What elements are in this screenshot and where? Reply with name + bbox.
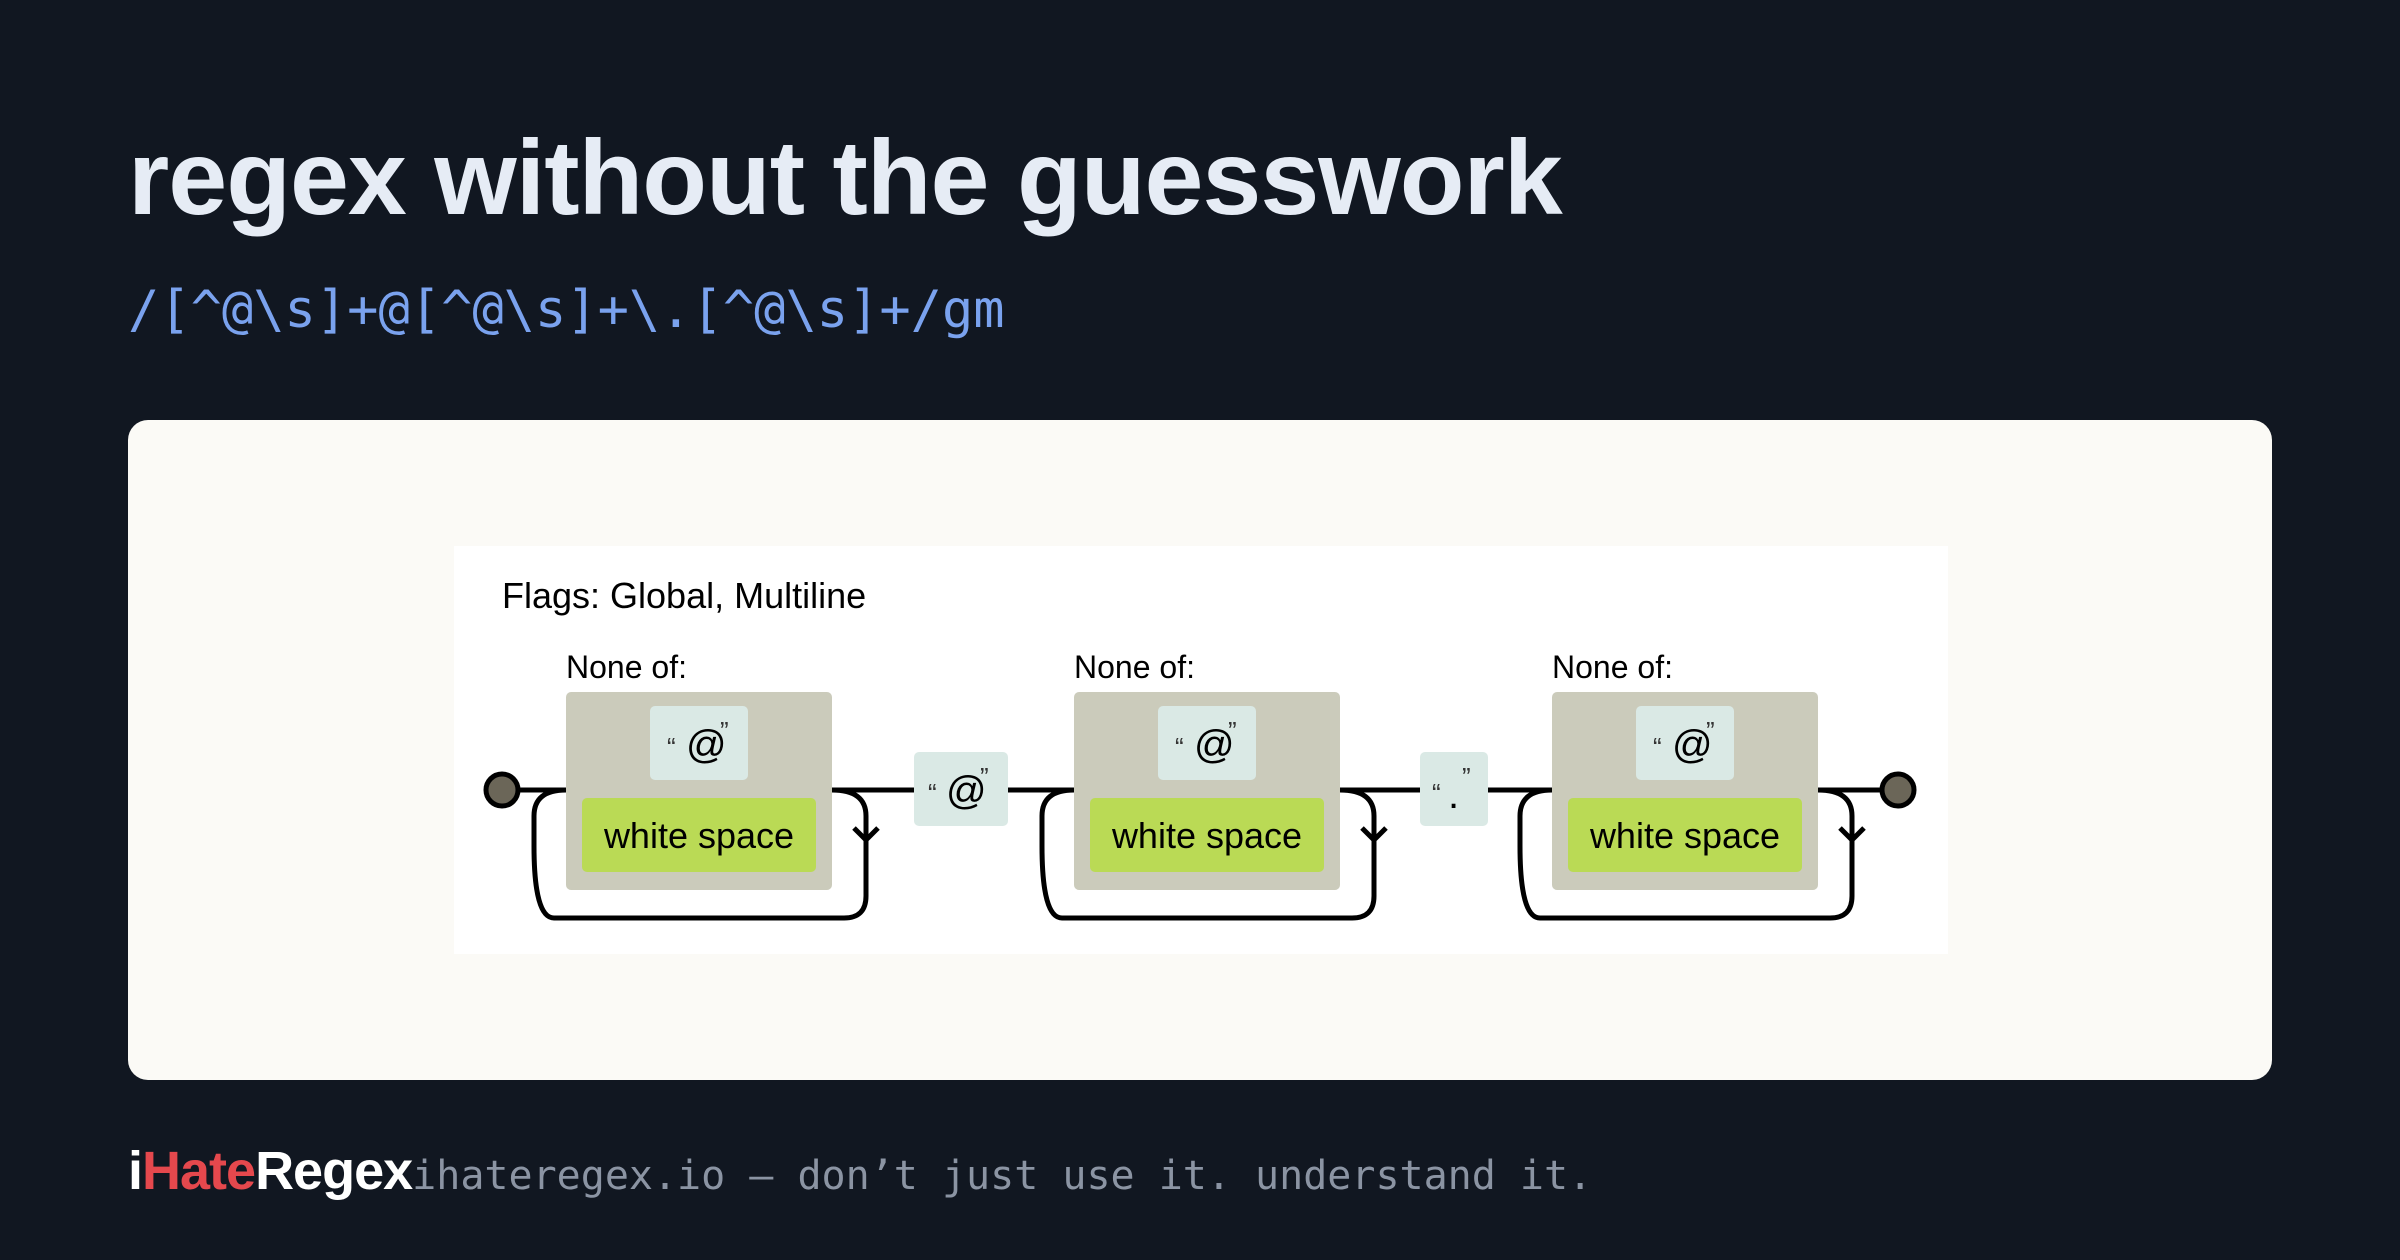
class-white-space: white space	[603, 815, 794, 856]
footer: iHateRegex ihateregex.io — don’t just us…	[128, 1140, 1592, 1202]
quote-open: “	[1653, 732, 1662, 762]
quote-close: ”	[1706, 716, 1715, 746]
group-label: None of:	[1074, 649, 1195, 685]
quote-close: ”	[1462, 762, 1471, 792]
page-title: regex without the guesswork	[128, 119, 1563, 237]
quote-close: ”	[980, 762, 989, 792]
none-of-group-1: None of: “ @ ” white space	[566, 649, 832, 890]
quote-close: ”	[1228, 716, 1237, 746]
none-of-group-2: None of: “ @ ” white space	[1074, 649, 1340, 890]
ihateregex-logo[interactable]: iHateRegex	[128, 1140, 413, 1202]
quote-open: “	[1175, 732, 1184, 762]
literal-char: @	[1672, 723, 1713, 767]
literal-at-connector: “ @ ”	[914, 752, 1008, 826]
literal-char: @	[686, 723, 727, 767]
regex-pattern: /[^@\s]+@[^@\s]+\.[^@\s]+/gm	[128, 280, 1005, 340]
group-label: None of:	[1552, 649, 1673, 685]
literal-dot-connector: “ . ”	[1420, 752, 1488, 826]
logo-i: i	[128, 1141, 143, 1201]
flags-label: Flags: Global, Multiline	[502, 575, 866, 616]
end-terminal	[1879, 771, 1917, 809]
start-terminal	[483, 771, 521, 809]
quote-close: ”	[720, 716, 729, 746]
railroad-diagram: Flags: Global, Multiline None of:	[454, 546, 1948, 954]
repeat-loops	[531, 787, 1866, 921]
footer-tagline: ihateregex.io — don’t just use it. under…	[412, 1153, 1593, 1199]
none-of-group-3: None of: “ @ ” white space	[1552, 649, 1818, 890]
quote-open: “	[928, 778, 937, 808]
literal-char: .	[1448, 773, 1459, 817]
logo-regex: Regex	[255, 1141, 413, 1201]
class-white-space: white space	[1111, 815, 1302, 856]
quote-open: “	[1432, 778, 1441, 808]
literal-char: @	[946, 769, 987, 813]
literal-char: @	[1194, 723, 1235, 767]
logo-hate: Hate	[142, 1141, 256, 1201]
quote-open: “	[667, 732, 676, 762]
class-white-space: white space	[1589, 815, 1780, 856]
group-label: None of:	[566, 649, 687, 685]
